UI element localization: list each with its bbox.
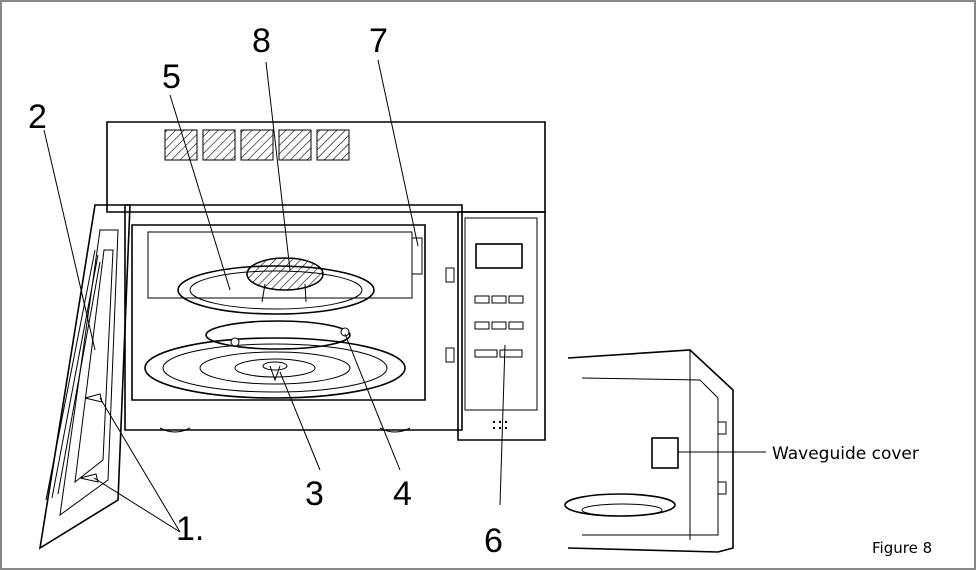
door	[38, 204, 131, 550]
door-latch-upper	[84, 393, 103, 403]
door-latch-lower	[79, 473, 99, 483]
inset-waveguide-view: Waveguide cover	[564, 349, 919, 553]
callout-7: 7	[369, 22, 388, 60]
grill-rack	[246, 257, 324, 303]
callout-2: 2	[28, 98, 47, 136]
control-panel	[457, 211, 546, 441]
turntable-base	[144, 337, 406, 399]
callout-8: 8	[252, 22, 271, 60]
latch-hole-lower	[445, 347, 455, 363]
callout-3: 3	[305, 475, 324, 513]
top-vents	[164, 129, 350, 161]
microwave-front-body	[124, 204, 463, 431]
waveguide-cover-label: Waveguide cover	[772, 444, 919, 464]
door-warning-text-lines	[45, 249, 101, 501]
display-window	[475, 243, 523, 269]
callout-6: 6	[484, 522, 503, 560]
waveguide-cover-inset	[651, 437, 679, 469]
control-buttons	[474, 295, 524, 358]
callout-4: 4	[393, 475, 412, 513]
speaker-dots	[492, 420, 508, 430]
cavity-back-wall	[147, 231, 413, 299]
figure-caption: Figure 8	[872, 539, 932, 557]
cavity-outer	[131, 224, 426, 401]
callout-1: 1.	[176, 510, 204, 548]
callout-numbers: 1. 2 3 4 5 6 7 8	[28, 22, 503, 560]
roller-ring	[205, 320, 351, 350]
waveguide-main	[411, 237, 423, 275]
latch-hole-upper	[445, 267, 455, 283]
callout-5: 5	[162, 58, 181, 96]
leader-lines	[43, 59, 506, 533]
microwave-main	[38, 121, 546, 550]
